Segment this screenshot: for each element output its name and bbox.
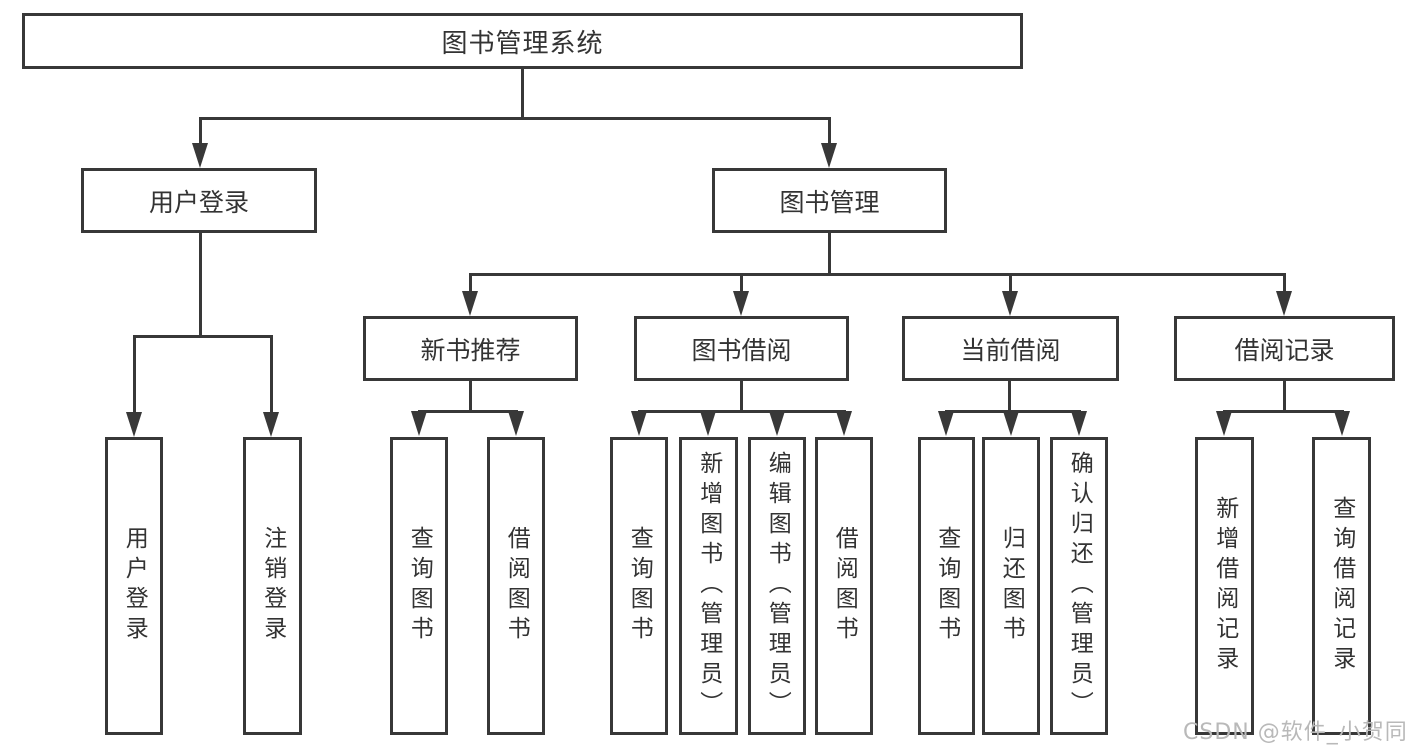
leaf-borrow-books-label: 借阅图书 <box>831 526 858 646</box>
leaf-add-books-admin: 新增图书（管理员） <box>679 437 738 735</box>
leaf-logout-label: 注销登录 <box>259 526 286 646</box>
node-user-login: 用户登录 <box>81 168 317 233</box>
node-book-borrowing: 图书借阅 <box>634 316 849 381</box>
arrow-down-icon <box>1216 411 1232 436</box>
leaf-edit-books-admin: 编辑图书（管理员） <box>748 437 806 735</box>
node-current-borrowing: 当前借阅 <box>902 316 1119 381</box>
arrow-down-icon <box>631 411 647 436</box>
arrow-down-icon <box>263 412 279 437</box>
connector-book-mgmt-branch <box>469 273 1286 276</box>
connector-section-d-branch <box>1223 410 1344 413</box>
node-borrowing-records: 借阅记录 <box>1174 316 1395 381</box>
leaf-confirm-return-admin-label: 确认归还（管理员） <box>1066 451 1093 721</box>
leaf-borrow-books: 借阅图书 <box>815 437 873 735</box>
leaf-logout: 注销登录 <box>243 437 302 735</box>
connector-book-mgmt-drop-3 <box>1009 273 1012 293</box>
connector-section-b-stem <box>740 381 743 410</box>
leaf-query-borrow-record: 查询借阅记录 <box>1312 437 1371 735</box>
arrow-down-icon <box>769 411 785 436</box>
leaf-return-books: 归还图书 <box>982 437 1040 735</box>
leaf-add-books-admin-label: 新增图书（管理员） <box>695 451 722 721</box>
arrow-down-icon <box>1071 411 1087 436</box>
connector-section-b-branch <box>638 410 846 413</box>
arrow-down-icon <box>938 411 954 436</box>
leaf-user-login: 用户登录 <box>105 437 163 735</box>
connector-section-a-stem <box>469 381 472 410</box>
leaf-query-borrow-record-label: 查询借阅记录 <box>1328 496 1355 676</box>
node-new-book-recommendation: 新书推荐 <box>363 316 578 381</box>
leaf-query-books-recommend: 查询图书 <box>390 437 448 735</box>
arrow-down-icon <box>462 291 478 316</box>
leaf-borrow-books-recommend-label: 借阅图书 <box>503 526 530 646</box>
node-library-management-system: 图书管理系统 <box>22 13 1023 69</box>
node-book-management: 图书管理 <box>712 168 947 233</box>
leaf-confirm-return-admin: 确认归还（管理员） <box>1050 437 1108 735</box>
node-user-login-label: 用户登录 <box>148 187 249 217</box>
arrow-down-icon <box>733 291 749 316</box>
node-current-borrowing-label: 当前借阅 <box>960 335 1061 365</box>
leaf-edit-books-admin-label: 编辑图书（管理员） <box>764 451 791 721</box>
arrow-down-icon <box>700 411 716 436</box>
connector-root-stem <box>521 69 524 117</box>
leaf-user-login-label: 用户登录 <box>121 526 148 646</box>
arrow-down-icon <box>1276 291 1292 316</box>
connector-book-mgmt-drop-4 <box>1283 273 1286 293</box>
connector-user-login-stem <box>199 233 202 335</box>
leaf-add-borrow-record: 新增借阅记录 <box>1195 437 1254 735</box>
arrow-down-icon <box>508 411 524 436</box>
csdn-watermark: CSDN @软件_小贺同学 <box>1183 720 1405 745</box>
connector-book-mgmt-drop-1 <box>469 273 472 293</box>
node-book-management-label: 图书管理 <box>779 187 880 217</box>
node-library-management-system-label: 图书管理系统 <box>441 28 604 59</box>
arrow-down-icon <box>836 411 852 436</box>
connector-root-branch <box>199 117 831 120</box>
connector-user-login-branch <box>133 335 273 338</box>
leaf-borrow-books-recommend: 借阅图书 <box>487 437 545 735</box>
connector-user-login-drop-1 <box>133 335 136 414</box>
connector-section-d-stem <box>1283 381 1286 410</box>
leaf-query-books-recommend-label: 查询图书 <box>406 526 433 646</box>
arrow-down-icon <box>126 412 142 437</box>
arrow-down-icon <box>1334 411 1350 436</box>
connector-root-left-drop <box>199 117 202 145</box>
arrow-down-icon <box>1002 291 1018 316</box>
node-new-book-recommendation-label: 新书推荐 <box>420 335 521 365</box>
leaf-query-books-current: 查询图书 <box>918 437 975 735</box>
arrow-down-icon <box>1003 411 1019 436</box>
leaf-return-books-label: 归还图书 <box>998 526 1025 646</box>
connector-book-mgmt-drop-2 <box>740 273 743 293</box>
arrow-down-icon <box>192 143 208 168</box>
node-book-borrowing-label: 图书借阅 <box>691 335 792 365</box>
connector-book-mgmt-stem <box>828 233 831 273</box>
connector-root-right-drop <box>828 117 831 145</box>
connector-section-a-branch <box>418 410 518 413</box>
node-borrowing-records-label: 借阅记录 <box>1234 335 1335 365</box>
arrow-down-icon <box>821 143 837 168</box>
connector-user-login-drop-2 <box>270 335 273 414</box>
leaf-query-books-borrowing: 查询图书 <box>610 437 668 735</box>
connector-section-c-stem <box>1008 381 1011 410</box>
leaf-query-books-borrowing-label: 查询图书 <box>626 526 653 646</box>
leaf-query-books-current-label: 查询图书 <box>933 526 960 646</box>
leaf-add-borrow-record-label: 新增借阅记录 <box>1211 496 1238 676</box>
arrow-down-icon <box>411 411 427 436</box>
